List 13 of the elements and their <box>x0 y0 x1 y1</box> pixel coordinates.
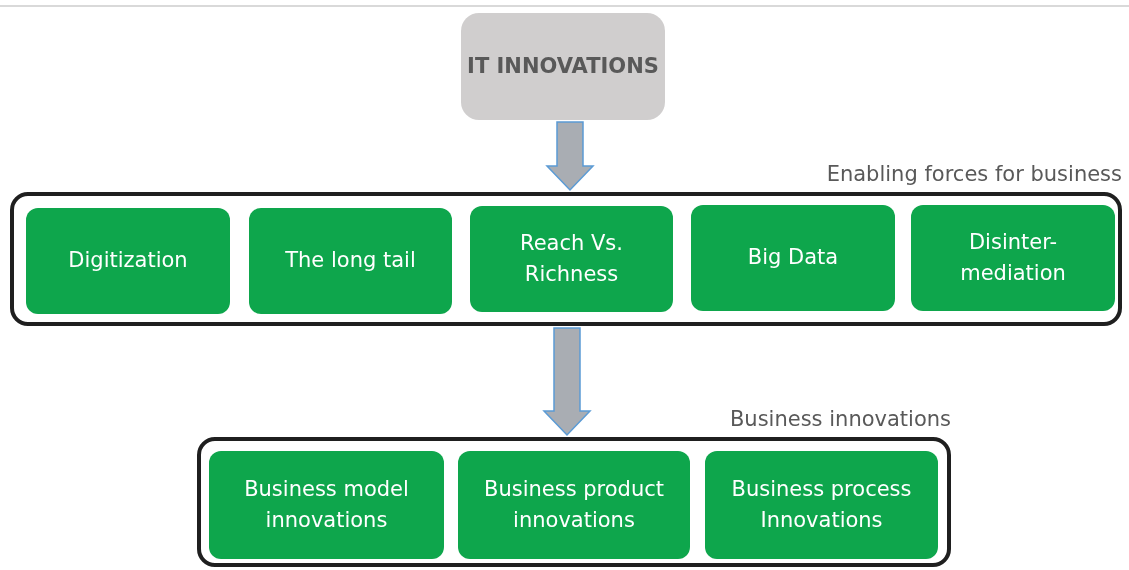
block-arrow <box>545 121 595 192</box>
title-box: IT INNOVATIONS <box>461 13 665 120</box>
process-box: Business process Innovations <box>705 451 938 559</box>
process-box: Disinter-mediation <box>911 205 1115 311</box>
block-arrow <box>542 327 592 437</box>
process-box: The long tail <box>249 208 452 314</box>
group-heading: Enabling forces for business <box>826 162 1122 186</box>
group-heading: Business innovations <box>729 407 951 431</box>
process-box: Business product innovations <box>458 451 690 559</box>
process-box: Business model innovations <box>209 451 444 559</box>
process-box: Reach Vs. Richness <box>470 206 673 312</box>
process-box: Digitization <box>26 208 230 314</box>
process-box: Big Data <box>691 205 895 311</box>
